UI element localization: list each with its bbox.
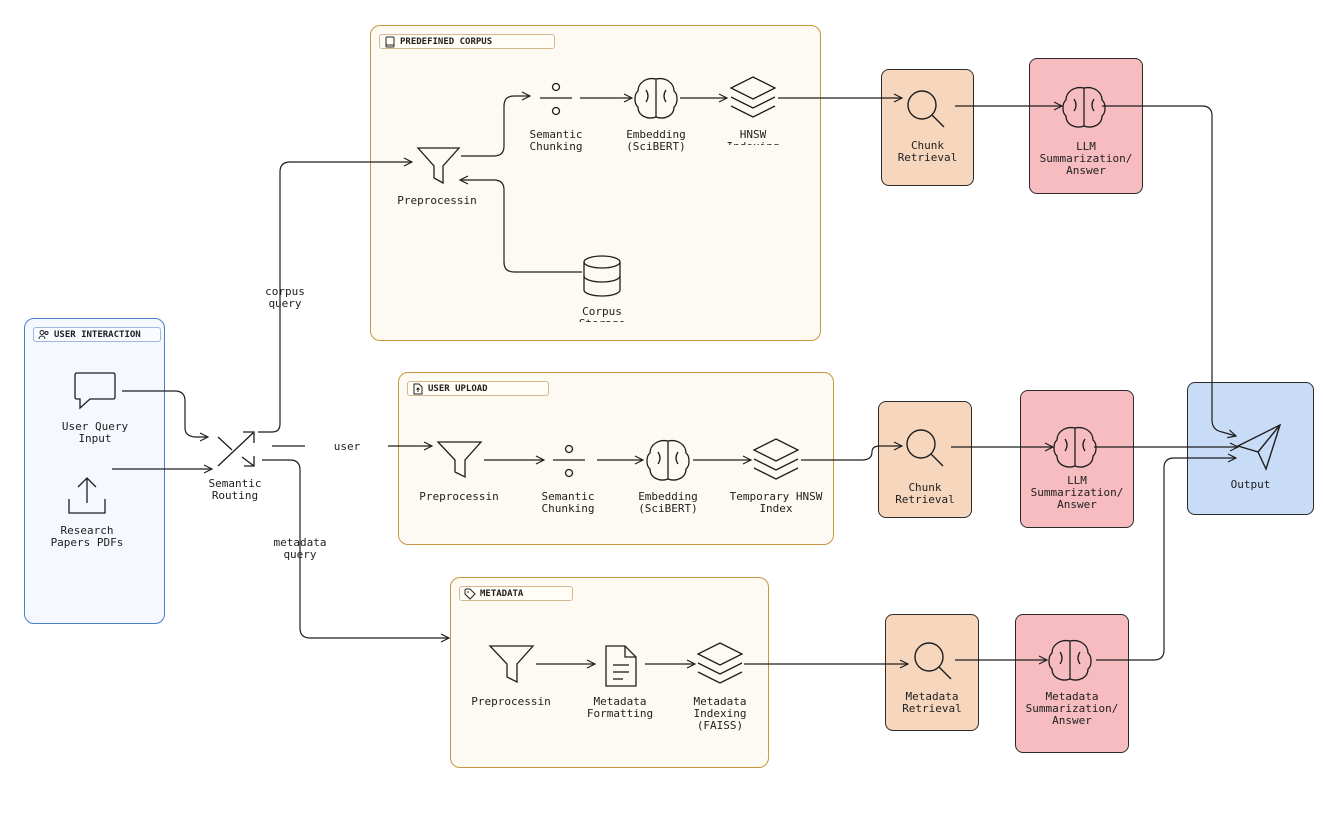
edge-meta-llm-to-output: [1096, 458, 1236, 661]
upload-preprocessing-label: Preprocessin: [419, 490, 499, 503]
corpus-embedding-label: Embedding (SciBERT): [626, 128, 686, 153]
upload-chunking-label: Semantic Chunking: [541, 490, 595, 515]
upload-icon: [68, 477, 106, 514]
brain-icon: [1048, 639, 1092, 681]
corpus-llm-label: LLM Summarization/ Answer: [1039, 140, 1133, 177]
book-icon: [385, 36, 395, 48]
edge-corpus-pre-to-chunk: [461, 96, 530, 157]
routing-icon: [217, 431, 255, 467]
edge-upload-temp-to-retrieval: [801, 446, 902, 461]
tag-icon: [464, 588, 476, 600]
upload-llm-label: LLM Summarization/ Answer: [1030, 474, 1124, 511]
file-upload-icon: [413, 383, 423, 395]
funnel-icon: [416, 147, 461, 185]
users-icon: [38, 330, 49, 340]
edge-query-to-router: [122, 390, 208, 437]
predefined-corpus-group: PREDEFINED CORPUS: [370, 25, 821, 341]
chat-bubble-icon: [74, 372, 116, 410]
funnel-icon: [436, 441, 483, 479]
brain-icon: [634, 77, 678, 119]
user-interaction-group: USER INTERACTION: [24, 318, 165, 624]
user-upload-group: USER UPLOAD: [398, 372, 834, 545]
edge-corpus-llm-to-output: [1102, 105, 1236, 436]
metadata-retrieval-box: Metadata Retrieval: [885, 614, 979, 731]
metadata-llm-label: Metadata Summarization/ Answer: [1025, 690, 1119, 727]
user-edge-label: user: [333, 440, 361, 453]
search-icon: [906, 429, 944, 467]
group-tag: PREDEFINED CORPUS: [379, 34, 555, 49]
group-title-upload: USER UPLOAD: [428, 384, 488, 394]
edge-router-to-metadata: [262, 459, 449, 638]
upload-chunk-retrieval-box: Chunk Retrieval: [878, 401, 972, 518]
metadata-llm-box: Metadata Summarization/ Answer: [1015, 614, 1129, 753]
corpus-chunk-retrieval-box: Chunk Retrieval: [881, 69, 974, 186]
upload-embedding-label: Embedding (SciBERT): [638, 490, 698, 515]
corpus-query-label: corpus query: [265, 285, 305, 310]
brain-icon: [646, 439, 690, 481]
upload-indexing-label: Temporary HNSW Index: [729, 490, 823, 515]
divide-icon: [553, 444, 585, 478]
group-title-metadata: METADATA: [480, 589, 524, 599]
semantic-routing-label: Semantic Routing: [208, 477, 262, 502]
group-tag: METADATA: [459, 586, 573, 601]
user-query-label: User Query Input: [61, 420, 129, 445]
group-tag: USER UPLOAD: [407, 381, 549, 396]
database-icon: [583, 255, 621, 297]
funnel-icon: [488, 645, 535, 684]
edge-storage-to-pre: [460, 180, 582, 273]
meta-formatting-label: Metadata Formatting: [586, 695, 654, 720]
meta-indexing-label: Metadata Indexing (FAISS): [693, 695, 747, 732]
corpus-retrieval-label: Chunk Retrieval: [897, 139, 958, 164]
upload-llm-box: LLM Summarization/ Answer: [1020, 390, 1134, 528]
output-label: Output: [1230, 478, 1271, 491]
search-icon: [914, 642, 952, 680]
research-papers-label: Research Papers PDFs: [50, 524, 124, 549]
layers-icon: [696, 642, 744, 684]
send-icon: [1236, 423, 1282, 471]
corpus-indexing-label: HNSW Indexing: [727, 129, 780, 145]
corpus-chunking-label: Semantic Chunking: [529, 128, 583, 153]
brain-icon: [1053, 426, 1097, 468]
divide-icon: [540, 82, 572, 116]
layers-icon: [752, 438, 800, 480]
meta-preprocessing-label: Preprocessin: [471, 695, 551, 708]
search-icon: [907, 90, 945, 128]
metadata-retrieval-label: Metadata Retrieval: [902, 690, 962, 715]
group-title-corpus: PREDEFINED CORPUS: [400, 37, 493, 47]
output-box: Output: [1187, 382, 1314, 515]
document-icon: [605, 645, 637, 687]
upload-retrieval-label: Chunk Retrieval: [895, 481, 955, 506]
metadata-query-label: metadata query: [273, 536, 327, 561]
group-tag: USER INTERACTION: [33, 327, 161, 342]
brain-icon: [1062, 86, 1106, 128]
layers-icon: [729, 76, 777, 118]
group-title-user: USER INTERACTION: [54, 330, 141, 340]
corpus-storage-label: Corpus Storage: [579, 306, 625, 322]
edge-router-to-corpus: [258, 162, 412, 433]
corpus-preprocessing-label: Preprocessin: [397, 194, 477, 207]
